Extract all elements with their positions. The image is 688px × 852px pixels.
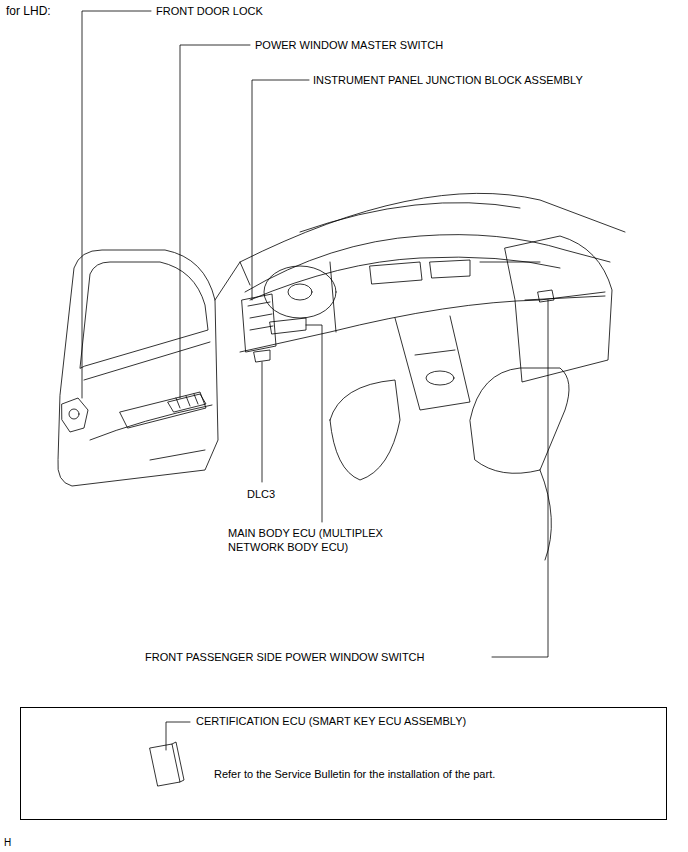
part-label: FRONT PASSENGER SIDE POWER WINDOW SWITCH xyxy=(145,650,425,664)
part-label: FRONT DOOR LOCK xyxy=(156,4,263,18)
part-label: for LHD: xyxy=(6,4,51,18)
part-label: H xyxy=(4,836,11,850)
note-text: Refer to the Service Bulletin for the in… xyxy=(214,767,495,781)
note-box: CERTIFICATION ECU (SMART KEY ECU ASSEMBL… xyxy=(20,707,667,820)
part-label: POWER WINDOW MASTER SWITCH xyxy=(255,38,443,52)
part-label: INSTRUMENT PANEL JUNCTION BLOCK ASSEMBLY xyxy=(313,73,583,87)
part-label: DLC3 xyxy=(247,487,275,501)
part-name: CERTIFICATION ECU (SMART KEY ECU ASSEMBL… xyxy=(196,714,466,728)
part-label: MAIN BODY ECU (MULTIPLEX NETWORK BODY EC… xyxy=(228,526,420,554)
